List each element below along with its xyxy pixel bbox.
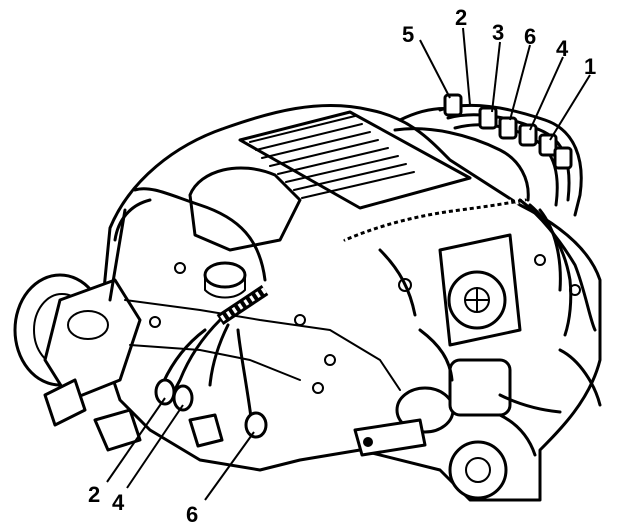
callout-5-top: 5 <box>402 22 414 47</box>
callout-4-top: 4 <box>556 36 569 61</box>
engine-block <box>13 104 602 502</box>
spark-plug-wires <box>108 93 602 457</box>
callout-6-bottom: 6 <box>186 502 198 527</box>
leader-4-top <box>529 56 564 131</box>
leader-6-bottom <box>204 431 255 501</box>
leader-2-bottom <box>106 397 166 483</box>
leader-lines <box>106 27 591 501</box>
intake-plenum <box>188 166 302 252</box>
callout-4-bottom: 4 <box>112 490 125 515</box>
callout-2-top: 2 <box>455 5 467 30</box>
leader-4-bottom <box>126 404 184 489</box>
leader-3-top <box>491 41 501 113</box>
leader-2-top <box>462 27 471 106</box>
leader-5-top <box>419 39 451 99</box>
callout-1-top: 1 <box>584 54 596 79</box>
callout-2-bottom: 2 <box>88 482 100 507</box>
leader-6-top <box>509 44 531 121</box>
filler-cap <box>203 261 247 289</box>
callout-3-top: 3 <box>492 20 504 45</box>
callout-labels: 5 2 3 6 4 1 2 4 6 <box>88 5 596 527</box>
leader-1-top <box>549 74 591 141</box>
callout-6-top: 6 <box>524 24 536 49</box>
valve-cover <box>238 110 472 210</box>
